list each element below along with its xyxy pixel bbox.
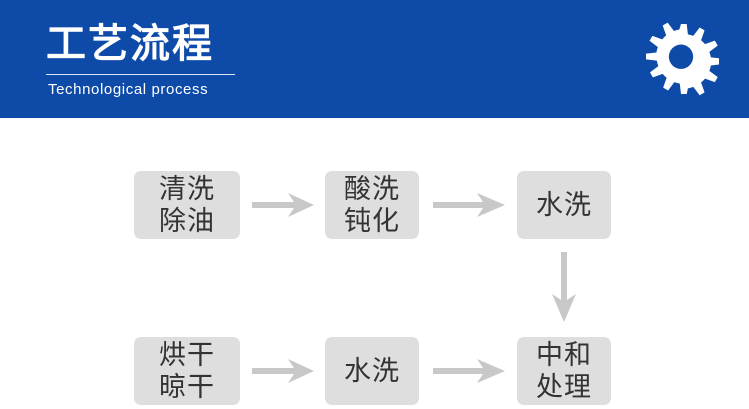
flow-step-box: 水洗 bbox=[517, 171, 611, 239]
flow-step-box: 烘干 晾干 bbox=[134, 337, 240, 405]
flow-step-label: 水洗 bbox=[344, 356, 400, 386]
flow-step-box: 酸洗 钝化 bbox=[325, 171, 419, 239]
page-title: 工艺流程 bbox=[46, 22, 214, 66]
flow-step-label: 除油 bbox=[159, 206, 215, 236]
arrow-right-icon bbox=[252, 356, 314, 386]
arrow-down-icon bbox=[549, 252, 579, 322]
flow-step-label: 钝化 bbox=[344, 206, 400, 236]
gear-icon bbox=[643, 21, 719, 97]
arrow-right-icon bbox=[433, 190, 505, 220]
flow-step-label: 中和 bbox=[536, 340, 592, 370]
flow-step-label: 处理 bbox=[536, 372, 592, 402]
flow-step-label: 水洗 bbox=[536, 190, 592, 220]
header-banner: 工艺流程 Technological process bbox=[0, 0, 749, 118]
flow-step-label: 清洗 bbox=[159, 174, 215, 204]
flow-step-box: 水洗 bbox=[325, 337, 419, 405]
flow-step-box: 中和 处理 bbox=[517, 337, 611, 405]
page-subtitle: Technological process bbox=[48, 81, 209, 98]
flow-step-label: 晾干 bbox=[159, 372, 215, 402]
flow-step-label: 酸洗 bbox=[344, 174, 400, 204]
arrow-right-icon bbox=[252, 190, 314, 220]
flow-step-box: 清洗 除油 bbox=[134, 171, 240, 239]
title-divider bbox=[46, 74, 235, 75]
flow-step-label: 烘干 bbox=[159, 340, 215, 370]
arrow-right-icon bbox=[433, 356, 505, 386]
